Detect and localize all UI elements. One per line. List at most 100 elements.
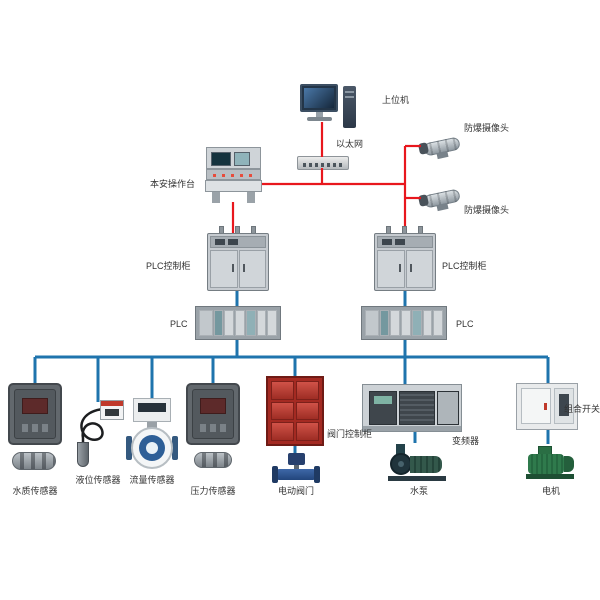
console-leg xyxy=(212,192,220,203)
water-quality-sensor xyxy=(8,383,62,445)
inverter-base xyxy=(363,426,461,431)
label-host: 上位机 xyxy=(382,95,410,105)
water-quality-probe xyxy=(12,452,56,470)
plc-io-module xyxy=(235,310,245,336)
meter-window xyxy=(228,239,238,245)
flow-sensor xyxy=(126,398,178,470)
field-bus-lines xyxy=(33,291,550,453)
plc-io-module xyxy=(256,310,267,336)
electric-valve xyxy=(272,453,320,483)
pressure-sensor xyxy=(186,383,240,445)
cabinet-body xyxy=(374,233,436,291)
meter-window xyxy=(382,239,392,245)
plc-io-module xyxy=(267,310,277,336)
combination-switch xyxy=(516,383,578,430)
label-plc-cabinet-left: PLC控制柜 xyxy=(146,261,191,271)
pump-volute xyxy=(390,453,412,475)
level-sensor-display xyxy=(100,400,124,420)
sensor-display xyxy=(22,398,48,414)
flow-sensor-head xyxy=(133,398,171,422)
monitor-screen xyxy=(304,88,334,108)
sensor-cable xyxy=(80,407,113,444)
monitor-base xyxy=(307,117,332,121)
valve-cell xyxy=(296,401,319,421)
switch-ports xyxy=(303,163,343,167)
switch-door xyxy=(521,388,551,424)
pump-outlet xyxy=(396,444,405,455)
sensor-display xyxy=(200,398,226,414)
console-panel xyxy=(206,147,261,169)
valve-cell xyxy=(296,381,319,400)
cabinet-door xyxy=(238,250,266,288)
motor-base xyxy=(526,474,574,479)
cabinet-doors xyxy=(210,250,266,288)
console-screen xyxy=(234,152,250,166)
label-water-quality-sensor: 水质传感器 xyxy=(12,486,58,496)
display-screen xyxy=(138,403,166,412)
cabinet-body xyxy=(207,233,269,291)
label-combination-switch: 组合开关 xyxy=(564,404,600,414)
label-camera-top: 防爆摄像头 xyxy=(464,123,510,133)
plc-io-module xyxy=(433,310,443,336)
plc-io-module xyxy=(224,310,235,336)
plc-io-module xyxy=(401,310,411,336)
drive-slot xyxy=(345,96,354,98)
switch-window xyxy=(559,394,569,416)
sensor-panel xyxy=(192,389,234,439)
plc-io-module xyxy=(422,310,433,336)
host-computer xyxy=(300,84,358,130)
cabinet-meter-panel xyxy=(377,236,433,248)
label-level-sensor: 液位传感器 xyxy=(75,475,121,485)
plc-io-module xyxy=(411,310,422,336)
flange xyxy=(272,466,278,483)
valve-cell xyxy=(271,422,294,441)
console-leg xyxy=(247,192,255,203)
door-handle xyxy=(398,264,401,272)
plc-cpu-module xyxy=(213,310,224,336)
inverter-side-panel xyxy=(437,391,459,425)
valve-cell xyxy=(296,422,319,441)
valve-cell xyxy=(271,401,294,421)
level-sensor-probe xyxy=(77,442,89,467)
label-plc-left: PLC xyxy=(170,319,188,329)
label-flow-sensor: 流量传感器 xyxy=(129,475,175,485)
plc-power-module xyxy=(199,310,213,336)
valve-stem xyxy=(294,465,299,470)
console-buttons xyxy=(206,169,261,180)
label-valve-control-cabinet: 阀门控制柜 xyxy=(327,429,373,439)
drive-slot xyxy=(345,91,354,93)
plc-rack-left xyxy=(195,306,281,340)
door-handle xyxy=(409,264,412,272)
pump-base xyxy=(388,476,446,481)
flange xyxy=(126,436,132,460)
label-pressure-sensor: 压力传感器 xyxy=(190,486,236,496)
sensor-buttons xyxy=(200,424,226,432)
label-plc-right: PLC xyxy=(456,319,474,329)
plc-io-module xyxy=(390,310,401,336)
door-handle xyxy=(231,264,234,272)
label-inverter: 变频器 xyxy=(452,436,480,446)
pressure-probe xyxy=(194,452,232,468)
display-screen xyxy=(374,396,392,404)
motor-body xyxy=(528,454,564,474)
plc-cpu-module xyxy=(379,310,390,336)
label-plc-cabinet-right: PLC控制柜 xyxy=(442,261,487,271)
inverter-vent-panel xyxy=(399,391,435,425)
switch-side-panel xyxy=(554,388,574,424)
label-ethernet: 以太网 xyxy=(336,139,364,149)
label-console: 本安操作台 xyxy=(150,179,196,189)
display-screen xyxy=(105,409,119,416)
motor xyxy=(524,444,578,482)
computer-tower xyxy=(343,86,356,128)
label-electric-valve: 电动阀门 xyxy=(277,486,314,496)
meter-window xyxy=(395,239,405,245)
level-sensor xyxy=(70,398,126,470)
safe-operation-console xyxy=(205,147,262,203)
console-screen xyxy=(211,152,231,166)
valve-pipe xyxy=(276,469,316,480)
valve-control-cabinet xyxy=(266,376,324,446)
cabinet-meter-panel xyxy=(210,236,266,248)
cabinet-door xyxy=(210,250,238,288)
